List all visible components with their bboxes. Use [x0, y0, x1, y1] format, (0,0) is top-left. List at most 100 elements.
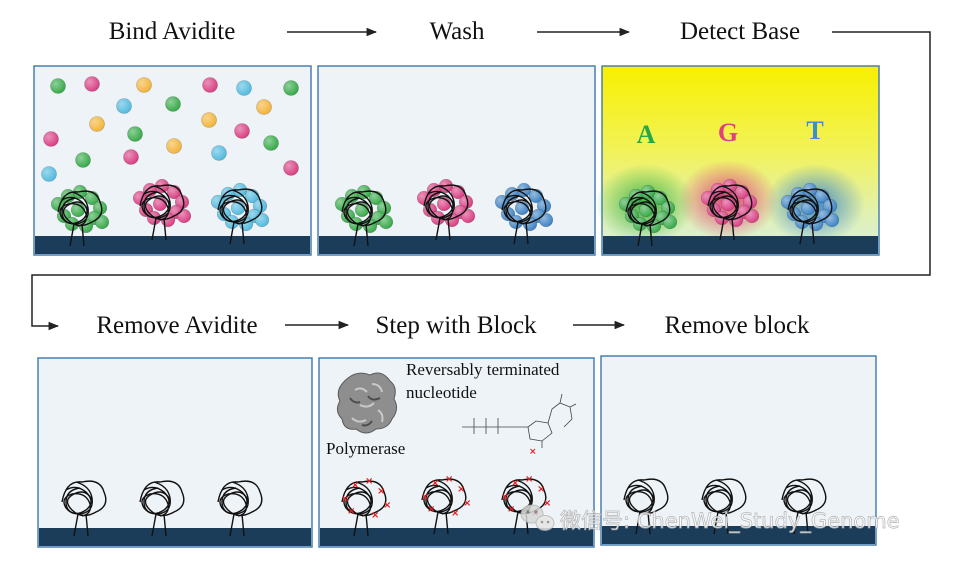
- nucleotide-ball: [123, 149, 139, 165]
- block-mark-x: ×: [463, 498, 471, 509]
- nucleotide-ball: [283, 160, 299, 176]
- dna-cluster-strands: [341, 190, 387, 247]
- nucleotide-ball: [84, 76, 100, 92]
- dna-clusters: [61, 480, 263, 537]
- step-title-remove-avidite: Remove Avidite: [96, 312, 257, 339]
- nucleotide-ball: [176, 208, 192, 224]
- nucleotide-ball: [75, 152, 91, 168]
- dna-cluster-strands: [217, 480, 263, 537]
- dna-cluster: [416, 178, 476, 241]
- nucleotide-ball: [174, 194, 190, 210]
- nucleotide-ball: [50, 78, 66, 94]
- dna-cluster-strands: [57, 190, 103, 247]
- block-mark-x: ×: [351, 480, 359, 491]
- dna-cluster-strands: [423, 184, 469, 241]
- dna-cluster: [210, 182, 270, 245]
- base-label-t: T: [806, 116, 823, 145]
- nucleotide-ball: [460, 208, 476, 224]
- blocked-clusters: ×××××××××××××××××××××: [341, 474, 551, 537]
- block-mark-x: ×: [457, 484, 465, 495]
- dna-cluster: [50, 184, 110, 247]
- nucleotide-label-line2: nucleotide: [406, 383, 477, 402]
- nucleotide-ball: [822, 198, 838, 214]
- dna-cluster: [618, 184, 678, 247]
- dna-cluster-strands: [61, 480, 107, 537]
- step-title-step-with-block: Step with Block: [375, 312, 537, 339]
- nucleotide-ball: [94, 214, 110, 230]
- block-mark-x: ×: [383, 500, 391, 511]
- block-mark-x: ×: [445, 474, 453, 485]
- dna-cluster-strands: [701, 478, 747, 535]
- block-mark-x: ×: [365, 476, 373, 487]
- polymerase-structure-image: [336, 372, 398, 434]
- nucleotide-ball: [252, 198, 268, 214]
- surface-floor: [39, 528, 311, 546]
- block-mark-x: ×: [377, 486, 385, 497]
- surface-floor: [35, 236, 310, 254]
- nucleotide-ball: [263, 135, 279, 151]
- blocked-cluster: ×××××××: [341, 476, 391, 537]
- dna-cluster-strands: [787, 188, 833, 245]
- surface-floor: [319, 236, 594, 254]
- dna-clusters: [623, 478, 827, 535]
- watermark-text: 微信号: ChenWei_Study_Genome: [560, 509, 900, 534]
- panel-remove-avidite: [37, 357, 313, 548]
- nucleotide-label-line1: Reversably terminated: [406, 360, 560, 379]
- nucleotide-ball: [116, 98, 132, 114]
- block-mark-x: ×: [525, 474, 533, 485]
- nucleotide-ball: [92, 200, 108, 216]
- fluorescent-clusters: [618, 178, 840, 247]
- block-mark-x: ×: [371, 510, 379, 521]
- nucleotide-ball: [378, 214, 394, 230]
- nucleotide-chemical-structure: [462, 393, 577, 448]
- block-mark-x: ×: [427, 504, 435, 515]
- block-mark-x: ×: [511, 478, 519, 489]
- blocked-cluster: ×××××××: [421, 474, 471, 535]
- base-label-a: A: [637, 120, 656, 149]
- dna-cluster-strands: [501, 188, 547, 245]
- dna-cluster: [494, 182, 554, 245]
- bound-clusters: [50, 178, 270, 247]
- nucleotide-ball: [43, 131, 59, 147]
- dna-cluster: [700, 178, 760, 241]
- block-mark-x: ×: [543, 498, 551, 509]
- nucleotide-ball: [254, 212, 270, 228]
- nucleotide-ball: [41, 166, 57, 182]
- nucleotide-ball: [166, 138, 182, 154]
- dna-cluster-strands: [625, 190, 671, 247]
- nucleotide-ball: [660, 200, 676, 216]
- wechat-icon: [520, 504, 555, 531]
- dna-cluster-strands: [217, 188, 263, 245]
- panel-wash: [317, 65, 596, 256]
- nucleotide-ball: [211, 145, 227, 161]
- step-title-wash: Wash: [430, 18, 485, 45]
- bound-clusters: [334, 178, 554, 247]
- nucleotide-ball: [165, 96, 181, 112]
- block-mark-x: ×: [529, 447, 537, 457]
- surface-floor: [603, 236, 878, 254]
- block-mark-x: ×: [451, 508, 459, 519]
- step-title-bind-avidite: Bind Avidite: [109, 18, 236, 45]
- dna-cluster: [132, 178, 192, 241]
- nucleotide-ball: [283, 80, 299, 96]
- dna-cluster-strands: [341, 480, 387, 537]
- block-mark-x: ×: [341, 494, 349, 505]
- nucleotide-ball: [236, 80, 252, 96]
- wechat-watermark: 微信号: ChenWei_Study_Genome: [520, 504, 900, 534]
- panel-remove-block: [600, 355, 877, 546]
- surface-floor: [320, 528, 593, 546]
- nucleotide-ball: [89, 116, 105, 132]
- dna-cluster-strands: [623, 478, 669, 535]
- nucleotide-ball: [136, 77, 152, 93]
- dna-cluster: [334, 184, 394, 247]
- block-mark-x: ×: [537, 484, 545, 495]
- dna-cluster-strands: [707, 184, 753, 241]
- dna-cluster-strands: [421, 478, 467, 535]
- free-avidite-particles: [41, 76, 299, 182]
- block-mark-x: ×: [421, 492, 429, 503]
- nucleotide-ball: [234, 123, 250, 139]
- panel-bind-avidite: [33, 65, 312, 256]
- block-mark-x: ×: [347, 506, 355, 517]
- nucleotide-ball: [256, 99, 272, 115]
